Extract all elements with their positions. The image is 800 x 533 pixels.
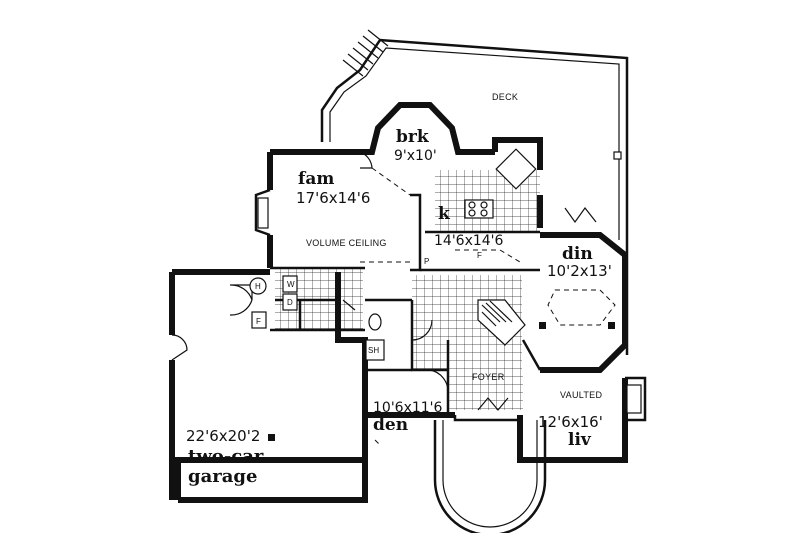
kitchen-fixtures: [464, 148, 537, 219]
vaulted-label: VAULTED: [560, 390, 602, 400]
room-name-fam: fam: [298, 169, 334, 189]
stairs: [477, 299, 526, 346]
room-dims-liv: 12'6x16': [538, 413, 603, 431]
room-name-den: den: [373, 415, 408, 435]
room-name-din: din: [562, 244, 593, 264]
foyer-label: FOYER: [472, 372, 505, 382]
room-dims-den: 10'6x11'6: [373, 400, 443, 416]
fireplace-living: [625, 376, 647, 422]
volume-ceiling-label: VOLUME CEILING: [306, 238, 387, 248]
ceiling-lines: [360, 167, 616, 446]
room-name-brk: brk: [396, 127, 430, 147]
sh-label: SH: [368, 346, 379, 355]
fireplace-family: [254, 188, 271, 237]
room-dims-din: 10'2x13': [547, 262, 612, 280]
columns: [268, 322, 615, 441]
deck-label: DECK: [492, 92, 518, 102]
room-dims-k: 14'6x14'6: [434, 233, 504, 249]
room-name-garage-1: two-car: [188, 446, 264, 467]
interior-walls: [270, 193, 542, 422]
h-label: H: [255, 282, 261, 291]
w-label: W: [287, 280, 295, 289]
pantry-label: P: [424, 257, 429, 266]
bath-fixtures: [365, 313, 385, 361]
kitchen-f-label: F: [477, 251, 482, 260]
room-dims-garage: 22'6x20'2: [186, 427, 260, 445]
front-porch: [433, 420, 547, 533]
room-name-liv: liv: [568, 430, 592, 450]
doors: [171, 151, 597, 411]
room-name-k: k: [438, 204, 451, 224]
d-label: D: [287, 298, 293, 307]
laundry-fixtures: [249, 275, 298, 329]
deck: [320, 29, 629, 355]
room-dims-brk: 9'x10': [394, 148, 437, 164]
room-dims-fam: 17'6x14'6: [296, 189, 370, 207]
exterior-walls: [169, 102, 628, 503]
garage-f-label: F: [256, 317, 261, 326]
room-name-garage-2: garage: [188, 466, 257, 487]
